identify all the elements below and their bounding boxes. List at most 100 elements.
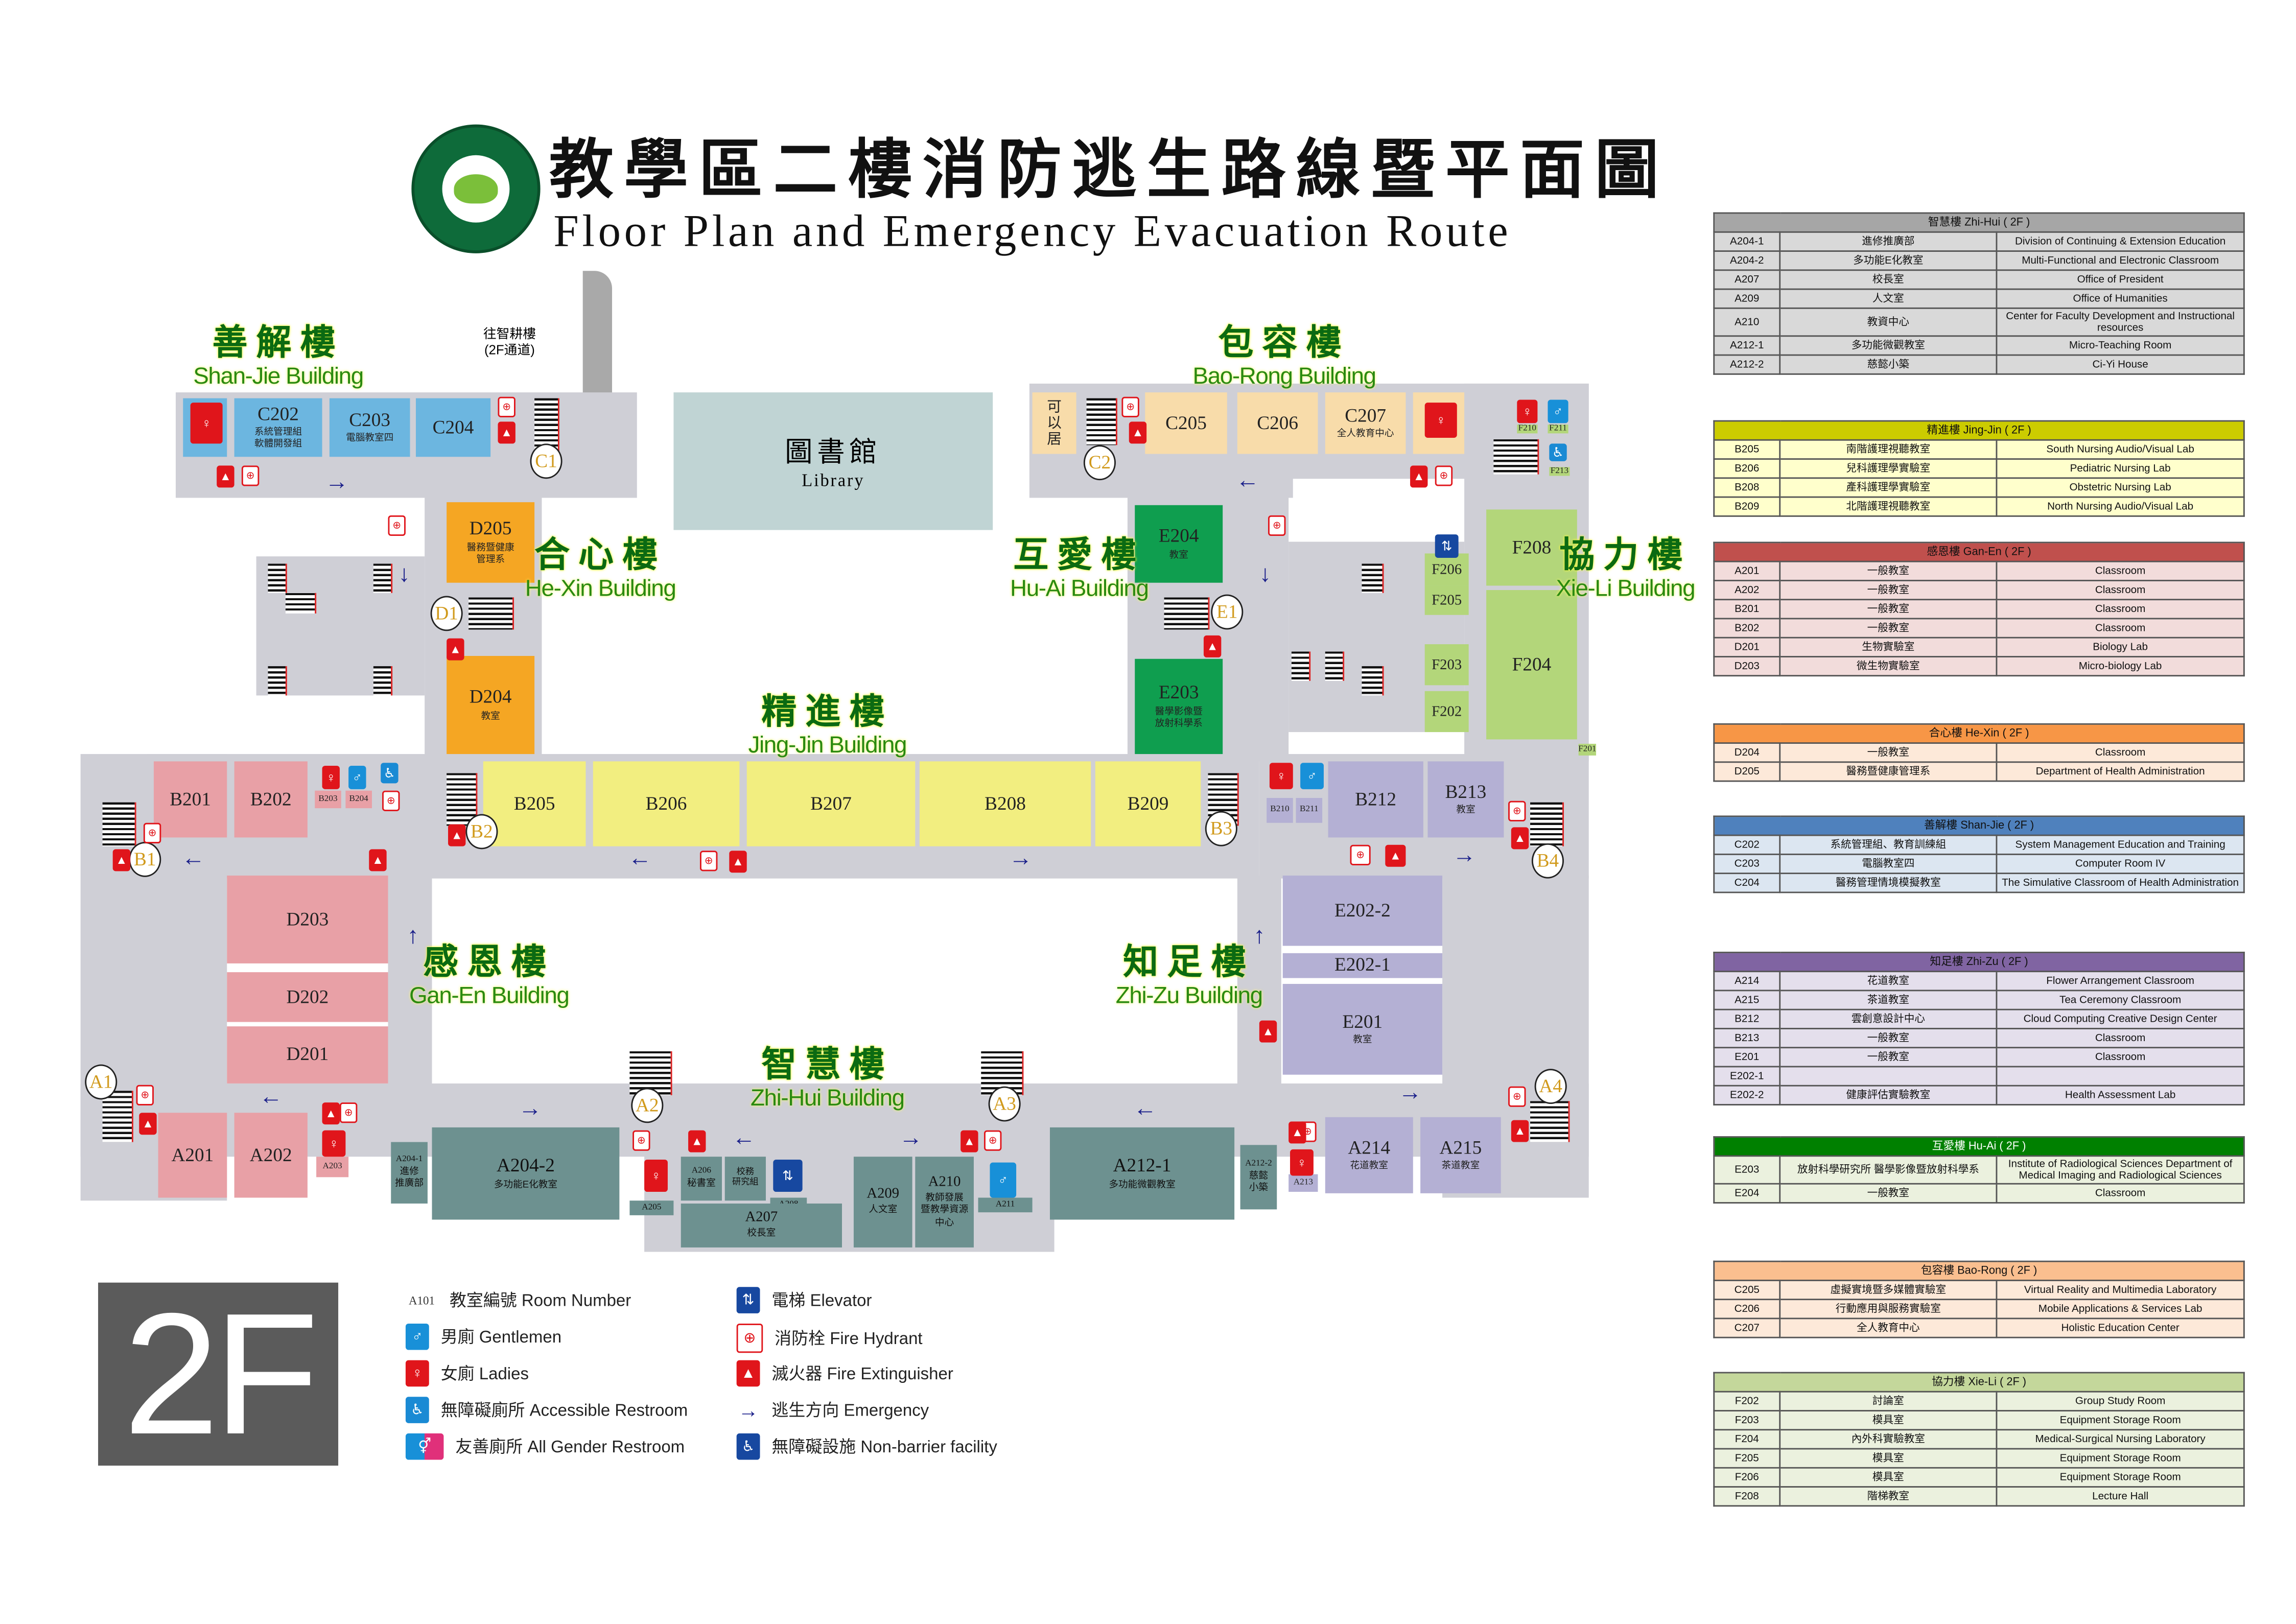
room-code: A201	[1713, 560, 1781, 581]
legend-label-zh: 友善廁所	[455, 1439, 523, 1457]
library-zh: 圖書館	[785, 437, 882, 469]
room-number: B203	[318, 794, 338, 804]
room-code: F205	[1713, 1448, 1781, 1469]
room-name-zh: 茶道教室	[1779, 990, 1998, 1010]
room-name-en: Medical-Surgical Nursing Laboratory	[1996, 1429, 2245, 1450]
room-name-en: The Simulative Classroom of Health Admin…	[1996, 873, 2245, 893]
room-number: B205	[513, 792, 555, 814]
room-name-en: Virtual Reality and Multimedia Laborator…	[1996, 1279, 2245, 1301]
room-c206: C206	[1237, 392, 1318, 454]
building-name-en: Jing-Jin Building	[748, 733, 907, 759]
room-code: A209	[1713, 288, 1781, 309]
room-b203: B203	[315, 790, 341, 809]
building-name-zh: 互愛樓	[1013, 537, 1145, 576]
room-code: B213	[1713, 1028, 1781, 1049]
room-name-en: Health Assessment Lab	[1996, 1085, 2245, 1105]
table-header-row: 合心樓 He-Xin ( 2F )	[1713, 723, 2245, 744]
room-code: F203	[1713, 1410, 1781, 1431]
room-number: A211	[995, 1200, 1015, 1209]
evacuation-arrow-icon: ↓	[398, 562, 410, 587]
room-number: F203	[1432, 656, 1462, 673]
room-number: F206	[1432, 561, 1462, 578]
room-name-zh	[1779, 1066, 1998, 1087]
room-code: A207	[1713, 269, 1781, 290]
room-name-en: Department of Health Administration	[1996, 761, 2245, 782]
legend-item: ♀女廁 Ladies	[405, 1360, 529, 1387]
staircase	[1362, 666, 1384, 696]
legend-label-en: Accessible Restroom	[529, 1402, 688, 1421]
title-chinese: 教學區二樓消防逃生路線暨平面圖	[549, 134, 1670, 207]
male-restroom-icon: ♂	[1300, 763, 1324, 789]
room-number: C207	[1345, 404, 1386, 426]
building-name-en: Shan-Jie Building	[193, 364, 364, 390]
library-en: Library	[802, 470, 865, 491]
fire-hydrant-icon: ⊕	[1508, 1086, 1526, 1107]
room-name-en: Equipment Storage Room	[1996, 1467, 2245, 1488]
room-number: B208	[985, 792, 1026, 814]
room-name: 多功能微觀教室	[1109, 1179, 1176, 1190]
room-name-en: Office of President	[1996, 269, 2245, 290]
room-number: D205	[469, 517, 512, 539]
room-a201: A201	[158, 1113, 227, 1198]
room-number: A204-1	[395, 1155, 423, 1164]
staircase	[1291, 651, 1311, 681]
room-name: 醫務暨健康 管理系	[466, 542, 514, 565]
room-name-zh: 進修推廣部	[1779, 231, 1998, 252]
legend-item: →逃生方向 Emergency	[737, 1397, 929, 1423]
room-number: E203	[1158, 681, 1199, 703]
room-name-en: Biology Lab	[1996, 637, 2245, 657]
room-b204: B204	[345, 790, 372, 809]
room-name: 教室	[1353, 1035, 1372, 1046]
staircase	[268, 666, 287, 696]
room-number: B206	[645, 792, 687, 814]
table-header: 精進樓 Jing-Jin ( 2F )	[1713, 420, 2245, 441]
fire-hydrant-icon: ⊕	[143, 822, 161, 843]
table-header: 互愛樓 Hu-Ai ( 2F )	[1713, 1136, 2245, 1157]
fire-extinguisher-icon: ▲	[448, 824, 466, 846]
room-name-en: Ci-Yi House	[1996, 355, 2245, 375]
room-code: D201	[1713, 637, 1781, 657]
room-name-en: Office of Humanities	[1996, 288, 2245, 309]
legend-label-en: Emergency	[844, 1402, 929, 1421]
legend-label-zh: 無障礙廁所	[440, 1402, 525, 1421]
room-code: E202-1	[1713, 1066, 1781, 1087]
room-name-zh: 電腦教室四	[1779, 853, 1998, 875]
room-number: F202	[1432, 703, 1462, 720]
building-name-zh: 包容樓	[1218, 325, 1350, 363]
staircase	[629, 1051, 672, 1095]
legend-label: 女廁 Ladies	[441, 1361, 529, 1385]
room-f213: F213	[1549, 467, 1570, 476]
table-header-row: 包容樓 Bao-Rong ( 2F )	[1713, 1260, 2245, 1281]
legend-label-zh: 無障礙設施	[771, 1439, 856, 1457]
female-restroom-icon: ♀	[1269, 763, 1293, 789]
elevator-icon: ⇅	[736, 1287, 760, 1313]
room-b209: B209	[1095, 761, 1201, 846]
exit-marker-a4: A4	[1534, 1069, 1567, 1104]
table-header: 感恩樓 Gan-En ( 2F )	[1713, 542, 2245, 562]
room-name-zh: 系統管理組、教育訓練組	[1779, 834, 1998, 855]
room-name-en: Pediatric Nursing Lab	[1996, 458, 2245, 479]
staircase	[1325, 651, 1345, 681]
room-name: 進修 推廣部	[395, 1167, 424, 1190]
passage-note-line1: 往智耕樓	[483, 326, 536, 341]
fire-hydrant-icon: ⊕	[1121, 396, 1139, 417]
room-code: B201	[1713, 599, 1781, 620]
exit-marker-e1: E1	[1211, 594, 1244, 630]
legend-label-en: Gentlemen	[479, 1329, 562, 1347]
room-name-zh: 全人教育中心	[1779, 1317, 1998, 1338]
room-number: B207	[810, 792, 852, 814]
fire-hydrant-icon: ⊕	[498, 396, 516, 417]
fire-extinguisher-icon: ▲	[1511, 827, 1529, 850]
